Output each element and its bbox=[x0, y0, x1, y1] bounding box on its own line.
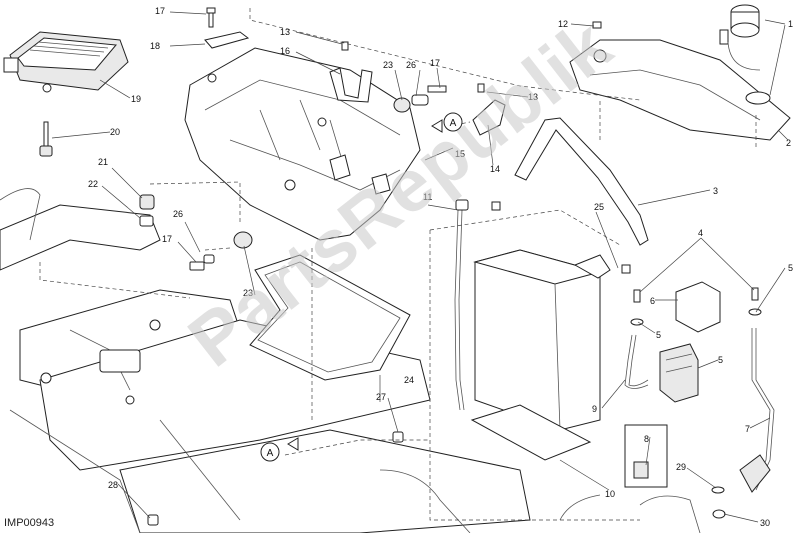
callout-7: 7 bbox=[745, 424, 750, 434]
callout-24: 24 bbox=[404, 375, 414, 385]
callout-5-right: 5 bbox=[788, 263, 793, 273]
callout-17-right: 17 bbox=[430, 58, 440, 68]
callout-27: 27 bbox=[376, 392, 386, 402]
section-marker-top: A bbox=[431, 112, 463, 133]
battery-tray bbox=[184, 47, 421, 241]
section-marker-bottom-label: A bbox=[267, 448, 274, 459]
callout-15: 15 bbox=[455, 149, 465, 159]
callout-26-left: 26 bbox=[173, 209, 183, 219]
callout-23-top: 23 bbox=[383, 60, 393, 70]
callout-14: 14 bbox=[490, 164, 500, 174]
callout-5-mid: 5 bbox=[718, 355, 723, 365]
diagram-code: IMP00943 bbox=[4, 517, 55, 529]
cover-2 bbox=[569, 21, 791, 141]
callout-23-left: 23 bbox=[243, 288, 253, 298]
callout-25: 25 bbox=[594, 202, 604, 212]
callout-10: 10 bbox=[605, 489, 615, 499]
grommet-21-22 bbox=[139, 194, 155, 227]
rubber-23-26-bottom bbox=[189, 231, 253, 271]
cable-7 bbox=[739, 328, 775, 493]
callouts: 17 18 19 20 21 22 26 17 23 13 16 23 26 1… bbox=[88, 6, 793, 528]
small-fasteners bbox=[147, 201, 762, 526]
callout-12: 12 bbox=[558, 19, 568, 29]
rubber-23-26-top bbox=[393, 85, 447, 113]
callout-21: 21 bbox=[98, 157, 108, 167]
section-marker-bottom: A bbox=[260, 437, 299, 462]
callout-4: 4 bbox=[698, 228, 703, 238]
pin-20 bbox=[39, 121, 53, 157]
callout-26-top: 26 bbox=[406, 60, 416, 70]
callout-17-left: 17 bbox=[162, 234, 172, 244]
callout-28: 28 bbox=[108, 480, 118, 490]
callout-9: 9 bbox=[592, 404, 597, 414]
callout-3: 3 bbox=[713, 186, 718, 196]
callout-22: 22 bbox=[88, 179, 98, 189]
leader-lines bbox=[39, 8, 789, 523]
gasket-24 bbox=[249, 254, 411, 381]
callout-19: 19 bbox=[131, 94, 141, 104]
callout-30: 30 bbox=[760, 518, 770, 528]
callout-17-top: 17 bbox=[155, 6, 165, 16]
battery-strap bbox=[514, 117, 649, 246]
relay-6 bbox=[659, 281, 721, 403]
callout-18: 18 bbox=[150, 41, 160, 51]
cable-9 bbox=[624, 334, 649, 389]
callout-13-left: 13 bbox=[280, 27, 290, 37]
callout-29: 29 bbox=[676, 462, 686, 472]
callout-13-right: 13 bbox=[528, 92, 538, 102]
power-socket bbox=[719, 4, 771, 105]
callout-1: 1 bbox=[788, 19, 793, 29]
callout-20: 20 bbox=[110, 127, 120, 137]
callout-8: 8 bbox=[644, 434, 649, 444]
callout-2: 2 bbox=[786, 138, 791, 148]
section-marker-top-label: A bbox=[450, 118, 457, 129]
callout-11: 11 bbox=[423, 192, 432, 202]
ecu-module bbox=[3, 31, 129, 93]
callout-5-left: 5 bbox=[656, 330, 661, 340]
callout-6: 6 bbox=[650, 296, 655, 306]
fuse-box-8 bbox=[624, 424, 668, 488]
clip-14 bbox=[472, 83, 506, 136]
cable-11 bbox=[454, 199, 469, 411]
screw-17-top bbox=[204, 7, 250, 49]
bracket-16 bbox=[329, 41, 373, 103]
battery bbox=[470, 249, 611, 461]
callout-16: 16 bbox=[280, 46, 290, 56]
